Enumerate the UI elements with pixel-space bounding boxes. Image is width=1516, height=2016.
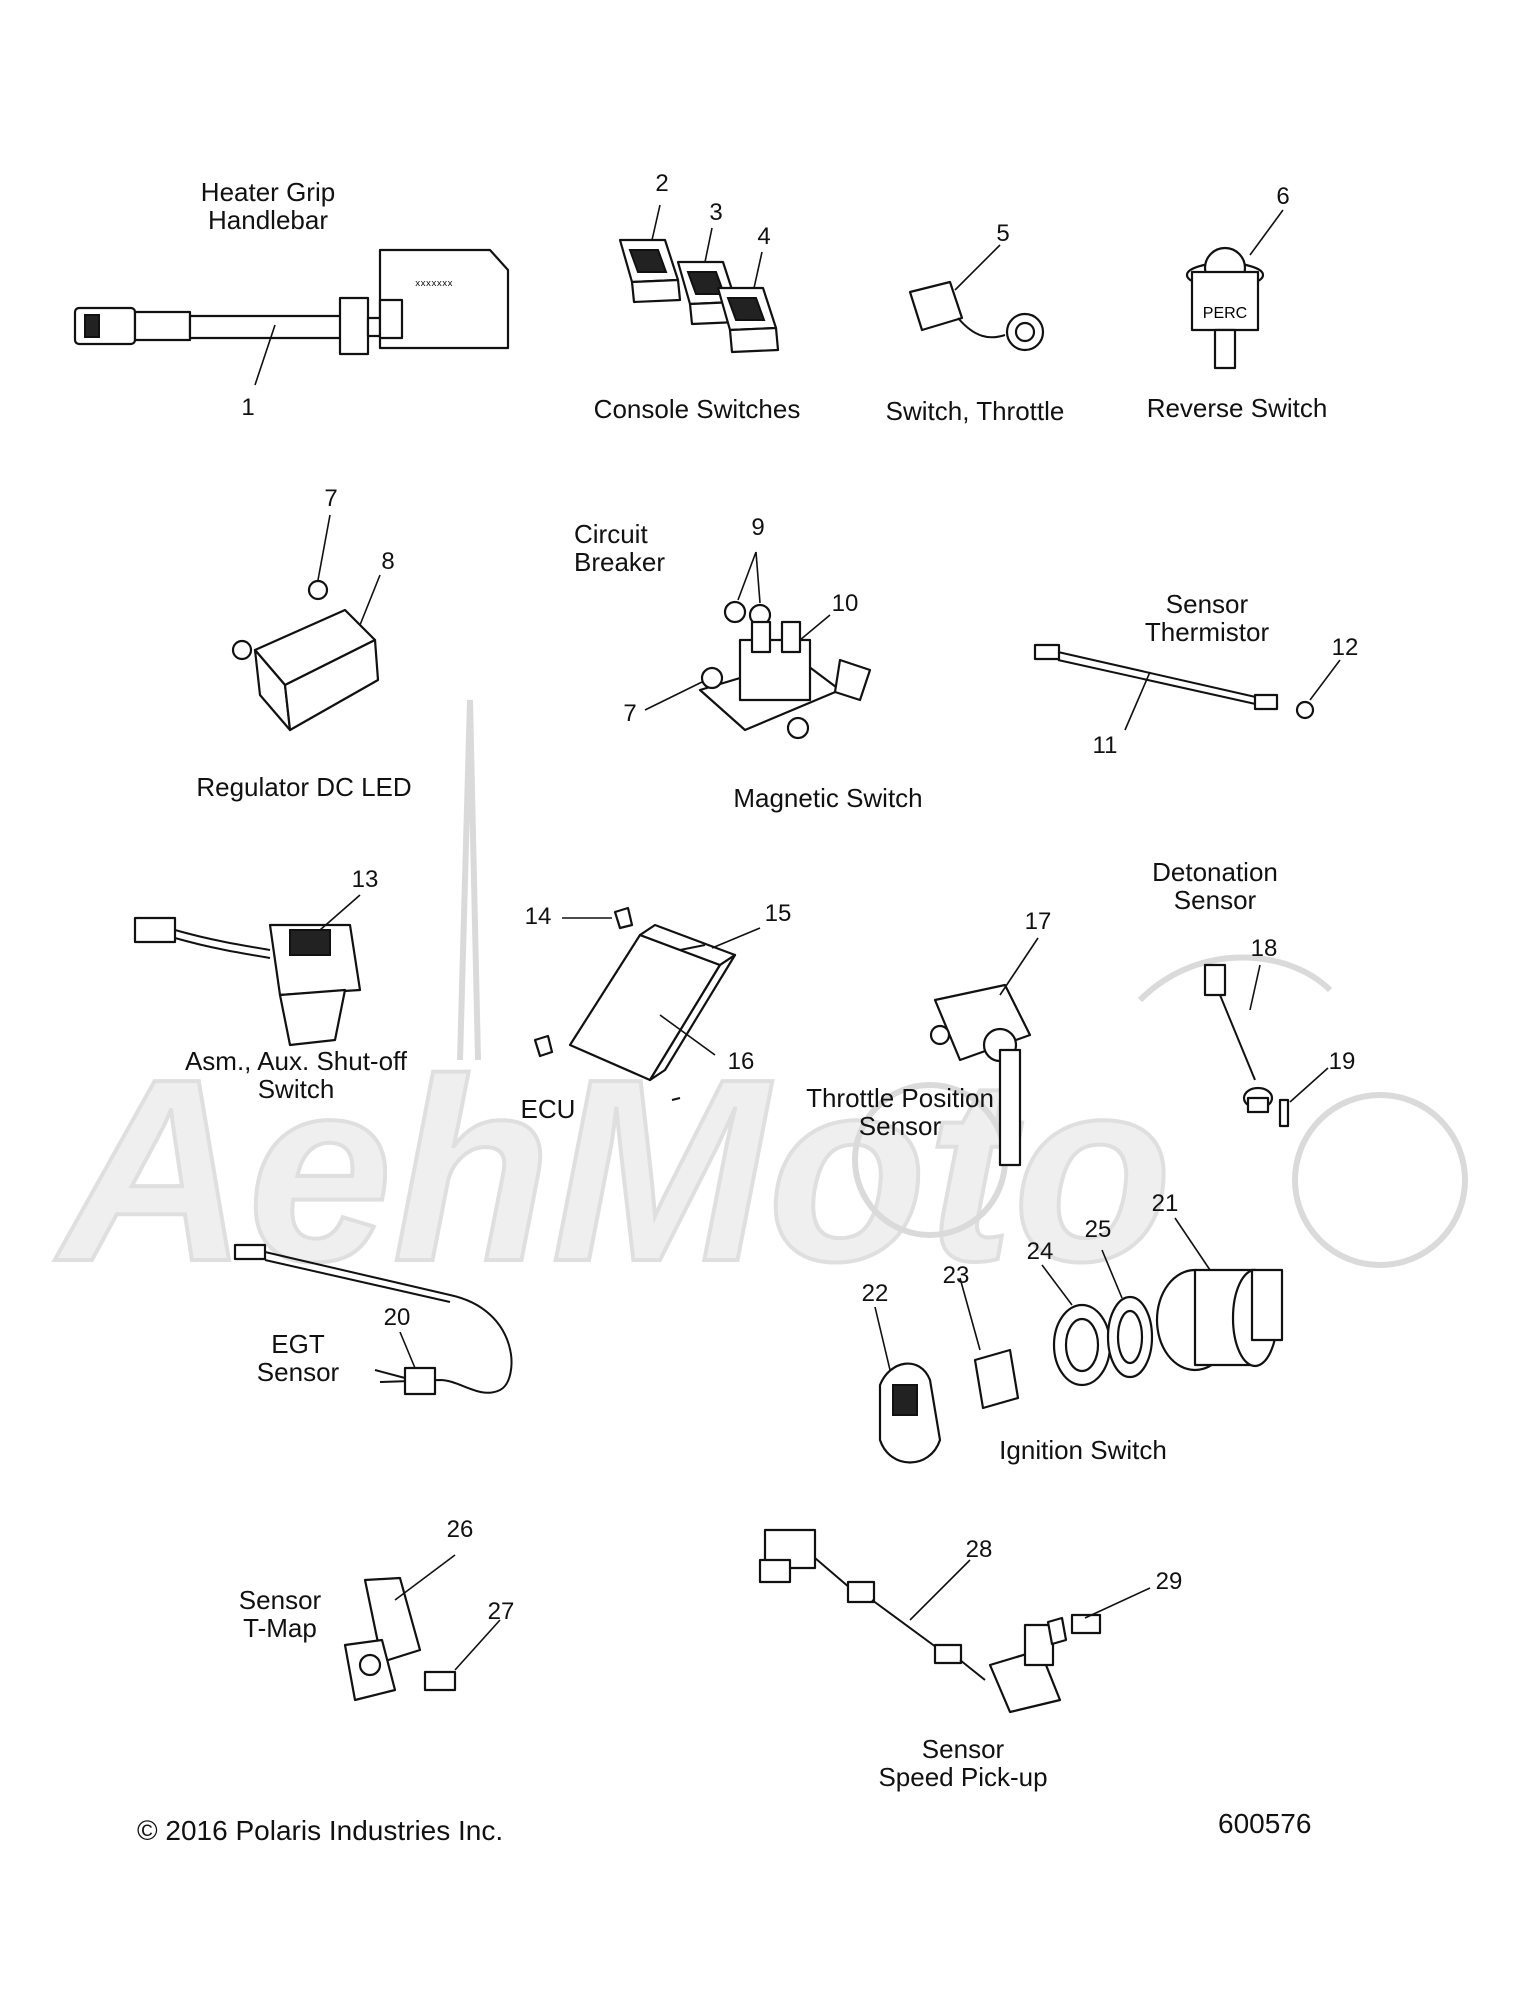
callout-28: 28 <box>965 1536 993 1563</box>
callout-8: 8 <box>381 548 395 575</box>
callout-26: 26 <box>446 1516 474 1543</box>
callout-1: 1 <box>241 394 255 421</box>
callout-29: 29 <box>1155 1568 1183 1595</box>
callout-23: 23 <box>942 1262 970 1289</box>
ignition-switch-part <box>874 1217 1284 1464</box>
callout-17: 17 <box>1024 908 1052 935</box>
callout-4: 4 <box>757 223 771 250</box>
callout-3: 3 <box>709 199 723 226</box>
callout-21: 21 <box>1151 1190 1179 1217</box>
callout-12: 12 <box>1331 634 1359 661</box>
speed-pickup-part <box>758 1528 1151 1714</box>
callout-18: 18 <box>1250 935 1278 962</box>
console-switches-part <box>618 204 780 354</box>
watermark-text: AehMoto <box>52 1026 1172 1316</box>
thermistor-part <box>1033 643 1341 731</box>
ignition-label: Ignition Switch <box>999 1435 1167 1465</box>
magnetic-switch-label: Magnetic Switch <box>733 783 923 813</box>
callout-16: 16 <box>727 1048 755 1075</box>
console-switches-label: Console Switches <box>593 394 801 424</box>
callout-24: 24 <box>1026 1238 1054 1265</box>
regulator-part <box>231 514 381 732</box>
callout-5: 5 <box>996 220 1010 247</box>
aux-shutoff-part <box>133 894 362 1047</box>
callout-22: 22 <box>861 1280 889 1307</box>
ecu-label: ECU <box>520 1094 576 1124</box>
callout-13: 13 <box>351 866 379 893</box>
callout-7a: 7 <box>324 485 338 512</box>
regulator-label: Regulator DC LED <box>196 772 412 802</box>
tmap-sensor-part <box>343 1554 501 1702</box>
callout-19: 19 <box>1328 1048 1356 1075</box>
callout-25: 25 <box>1084 1216 1112 1243</box>
heater-grip-part: xxxxxxx <box>73 248 510 386</box>
svg-text:xxxxxxx: xxxxxxx <box>415 279 453 289</box>
svg-text:PERC: PERC <box>1203 305 1247 322</box>
callout-10: 10 <box>831 590 859 617</box>
callout-2: 2 <box>655 170 669 197</box>
ecu-part <box>533 906 761 1101</box>
detonation-sensor-part <box>1203 963 1329 1128</box>
callout-9: 9 <box>751 514 765 541</box>
callout-7b: 7 <box>623 700 637 727</box>
callout-11: 11 <box>1092 732 1118 759</box>
callout-6: 6 <box>1276 183 1290 210</box>
throttle-switch-part <box>908 244 1045 352</box>
callout-14: 14 <box>524 903 552 930</box>
tps-part <box>929 937 1039 1167</box>
copyright-text: © 2016 Polaris Industries Inc. <box>137 1815 504 1846</box>
magnetic-switch-part <box>644 551 872 740</box>
watermark-logo: AehMoto <box>50 699 1468 1318</box>
reverse-switch-label: Reverse Switch <box>1146 393 1328 423</box>
callout-20: 20 <box>383 1304 411 1331</box>
callout-15: 15 <box>764 900 792 927</box>
callout-27: 27 <box>487 1598 515 1625</box>
switch-throttle-label: Switch, Throttle <box>885 396 1065 426</box>
egt-sensor-part <box>233 1243 513 1396</box>
reverse-switch-part: PERC <box>1185 209 1284 370</box>
drawing-number: 600576 <box>1218 1808 1312 1839</box>
